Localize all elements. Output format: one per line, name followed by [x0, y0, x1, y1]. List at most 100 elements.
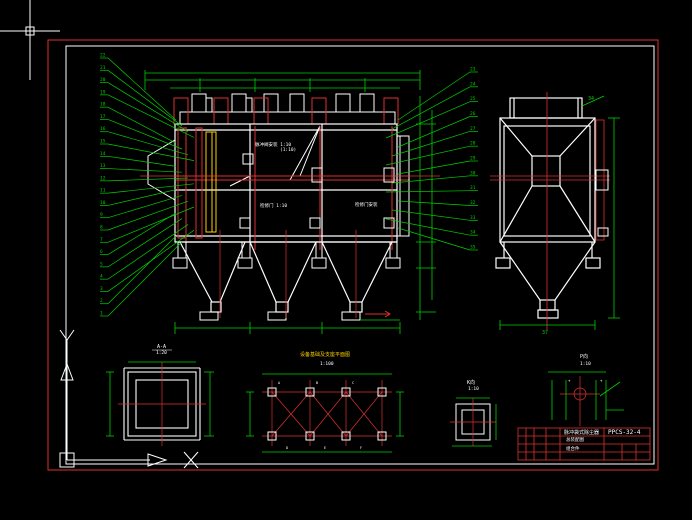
balloon-14: 14 [100, 151, 177, 167]
balloon-label: 7 [100, 237, 103, 243]
balloon-24: 24 [391, 81, 478, 130]
sheet-outer-frame [47, 39, 659, 471]
balloon-34: 34 [385, 218, 478, 236]
balloon-1: 1 [100, 241, 183, 317]
balloon-label: 2 [100, 298, 103, 304]
svg-text:A: A [278, 381, 281, 385]
balloon-2: 2 [100, 235, 177, 304]
balloon-35: 35 [397, 227, 478, 251]
svg-text:B: B [316, 381, 318, 385]
section-aa-scale: 1:20 [156, 350, 167, 356]
drawing-number: PPCS-32-4 [608, 429, 641, 436]
svg-text:+: + [600, 378, 603, 383]
balloon-8: 8 [100, 200, 189, 231]
balloon-29: 29 [397, 156, 478, 175]
sheet-inner-frame [65, 45, 655, 465]
balloon-label: 9 [100, 212, 103, 218]
drawing-subtitle: 总装配图 [566, 436, 584, 443]
balloon-label: 10 [100, 200, 106, 206]
balloon-label: 4 [100, 274, 103, 280]
balloon-27: 27 [391, 126, 478, 157]
balloon-label: 26 [470, 111, 476, 117]
balloon-label: 1 [100, 311, 103, 317]
balloon-label: 5 [100, 261, 103, 267]
balloon-31: 31 [385, 185, 478, 193]
svg-text:(1:10): (1:10) [280, 147, 296, 153]
balloon-23: 23 [397, 67, 478, 121]
svg-text:E: E [324, 446, 326, 450]
svg-text:C: C [352, 381, 354, 385]
balloon-label: 21 [100, 65, 106, 71]
balloon-label: 12 [100, 175, 106, 181]
balloon-label: 13 [100, 163, 106, 169]
side-view[interactable]: 34 37 [490, 92, 620, 336]
svg-text:34: 34 [588, 96, 594, 102]
balloon-label: 8 [100, 225, 103, 231]
balloon-label: 33 [470, 215, 476, 221]
balloon-label: 24 [470, 81, 476, 87]
balloon-label: 16 [100, 126, 106, 132]
balloon-label: 11 [100, 188, 106, 194]
view-k-label: K向 [467, 379, 475, 386]
balloon-label: 23 [470, 67, 476, 73]
balloon-26: 26 [397, 111, 478, 148]
balloon-20: 20 [100, 77, 189, 132]
balloon-17: 17 [100, 114, 183, 150]
front-view[interactable]: 脉冲阀安装 1:10 检修门 1:10 检修门安装 (1:10) [100, 53, 478, 335]
svg-text:D: D [286, 446, 288, 450]
balloon-5: 5 [100, 218, 183, 267]
view-p-label: P向 [580, 353, 588, 360]
balloon-11: 11 [100, 183, 195, 194]
balloon-label: 22 [100, 53, 106, 59]
balloon-19: 19 [100, 89, 195, 138]
plan-scale: 1:100 [320, 361, 334, 367]
balloon-label: 15 [100, 139, 106, 145]
balloon-label: 31 [470, 185, 476, 191]
ucs-cross-icon [183, 451, 199, 469]
svg-text:脉冲阀安装 1:10: 脉冲阀安装 1:10 [255, 141, 291, 148]
balloon-13: 13 [100, 163, 183, 173]
balloon-label: 20 [100, 77, 106, 83]
balloon-label: 35 [470, 245, 476, 251]
drawing-name: 脉冲袋式除尘器 [564, 429, 599, 436]
plan-title: 设备基础及支座平面图 [300, 351, 350, 358]
section-a-a[interactable]: A-A 1:20 [106, 344, 214, 446]
svg-text:37: 37 [542, 330, 548, 336]
balloon-12: 12 [100, 175, 189, 181]
balloon-30: 30 [391, 170, 478, 184]
svg-text:检修门 1:10: 检修门 1:10 [260, 202, 287, 209]
balloon-15: 15 [100, 139, 195, 161]
balloon-label: 30 [470, 170, 476, 176]
balloon-16: 16 [100, 126, 189, 156]
view-k[interactable]: K向 1:10 [450, 379, 497, 447]
balloon-label: 17 [100, 114, 106, 120]
view-p[interactable]: P向 1:10 + + [548, 353, 624, 426]
balloon-21: 21 [100, 65, 183, 127]
view-k-scale: 1:10 [468, 386, 479, 392]
crosshair-cursor-icon [0, 0, 60, 80]
foundation-plan[interactable]: 设备基础及支座平面图 1:100 [246, 351, 404, 453]
balloon-33: 33 [391, 209, 478, 221]
balloon-label: 25 [470, 96, 476, 102]
balloon-label: 34 [470, 230, 476, 236]
balloon-label: 27 [470, 126, 476, 132]
balloon-label: 14 [100, 151, 106, 157]
balloon-28: 28 [385, 141, 478, 166]
title-block[interactable]: PPCS-32-4 脉冲袋式除尘器 总装配图 组合件 [517, 427, 651, 461]
balloon-18: 18 [100, 102, 177, 144]
balloon-label: 28 [470, 141, 476, 147]
balloon-label: 19 [100, 89, 106, 95]
balloon-label: 18 [100, 102, 106, 108]
balloon-label: 6 [100, 249, 103, 255]
ucs-icon [59, 329, 150, 468]
balloon-9: 9 [100, 195, 183, 218]
balloon-6: 6 [100, 212, 177, 255]
balloon-10: 10 [100, 189, 177, 206]
ucs-arrow-icon [147, 453, 168, 467]
balloon-4: 4 [100, 224, 189, 280]
view-p-scale: 1:10 [580, 361, 591, 367]
balloon-label: 32 [470, 200, 476, 206]
drawing-material: 组合件 [566, 445, 580, 452]
svg-text:检修门安装: 检修门安装 [355, 201, 378, 208]
